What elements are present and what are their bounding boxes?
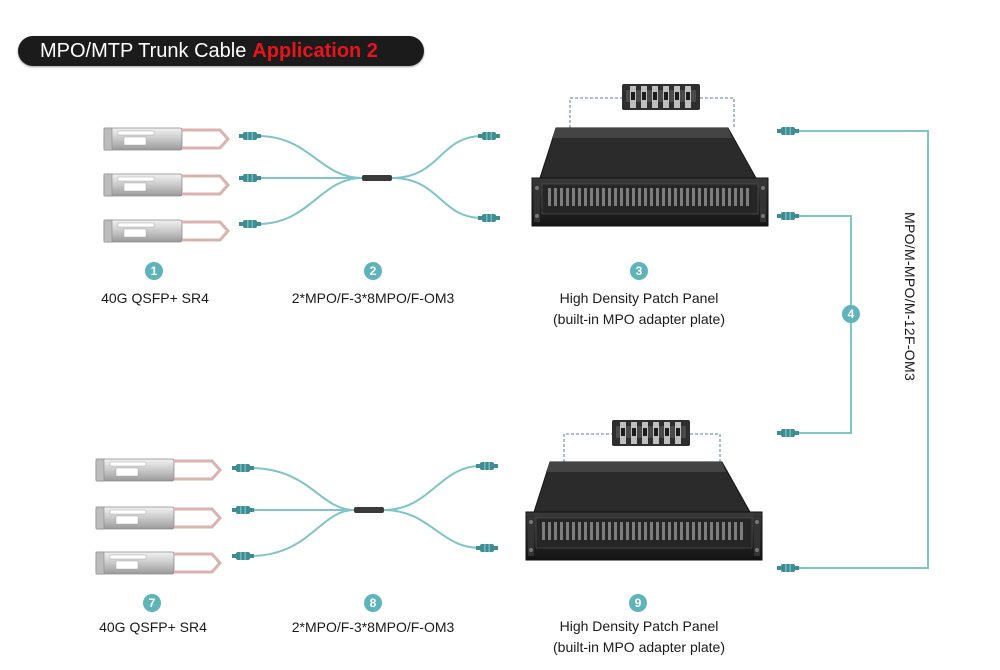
badge-1: 1 [145, 262, 163, 280]
mpo-connector-icon [777, 564, 799, 572]
top-transceivers [102, 126, 230, 244]
patch-panel-icon [525, 461, 763, 561]
top-harness-cable [257, 135, 483, 225]
mpo-adapter-plate-icon [612, 420, 690, 446]
panel-label-top-line2: (built-in MPO adapter plate) [553, 311, 725, 327]
qsfp-transceiver-icon [94, 457, 222, 483]
mpo-connector-icon [239, 132, 261, 140]
badge-4: 4 [842, 305, 860, 323]
mpo-adapter-plate-icon [622, 84, 700, 110]
bottom-patch-panel [525, 420, 763, 561]
title-prefix: MPO/MTP Trunk Cable [40, 39, 247, 62]
mpo-connector-icon [777, 429, 799, 437]
qsfp-transceiver-icon [94, 550, 222, 576]
mpo-connector-icon [476, 462, 498, 470]
top-patch-panel [531, 84, 769, 227]
badge-3: 3 [630, 262, 648, 280]
bottom-harness-cable [249, 465, 481, 557]
title-bar: MPO/MTP Trunk Cable Application 2 [18, 36, 424, 66]
qsfp-transceiver-icon [102, 126, 230, 152]
qsfp-transceiver-icon [94, 505, 222, 531]
mpo-connector-icon [239, 220, 261, 228]
mpo-connector-icon [476, 544, 498, 552]
mpo-connector-icon [232, 506, 254, 514]
qsfp-transceiver-icon [102, 218, 230, 244]
title-accent: Application 2 [252, 39, 378, 62]
transceiver-label-bottom: 40G QSFP+ SR4 [99, 619, 207, 635]
mpo-connector-icon [232, 464, 254, 472]
mpo-connector-icon [777, 127, 799, 135]
badge-9: 9 [629, 594, 647, 612]
mpo-connector-icon [478, 214, 500, 222]
trunk-label: MPO/M-MPO/M-12F-OM3 [902, 212, 918, 382]
harness-label-bottom: 2*MPO/F-3*8MPO/F-OM3 [291, 619, 455, 635]
trunk-connectors [777, 127, 799, 572]
panel-label-bottom-line2: (built-in MPO adapter plate) [553, 639, 725, 655]
badge-7: 7 [143, 594, 161, 612]
panel-label-bottom-line1: High Density Patch Panel [559, 618, 719, 634]
badge-2: 2 [364, 262, 382, 280]
bottom-transceivers [94, 457, 222, 576]
mpo-connector-icon [232, 552, 254, 560]
harness-label-top: 2*MPO/F-3*8MPO/F-OM3 [291, 290, 455, 306]
qsfp-transceiver-icon [102, 172, 230, 198]
mpo-connector-icon [478, 132, 500, 140]
panel-label-top-line1: High Density Patch Panel [559, 290, 719, 306]
mpo-connector-icon [777, 212, 799, 220]
badge-8: 8 [364, 594, 382, 612]
mpo-connector-icon [239, 174, 261, 182]
transceiver-label-top: 40G QSFP+ SR4 [101, 290, 209, 306]
trunk-cable [796, 130, 929, 569]
patch-panel-icon [531, 127, 769, 227]
